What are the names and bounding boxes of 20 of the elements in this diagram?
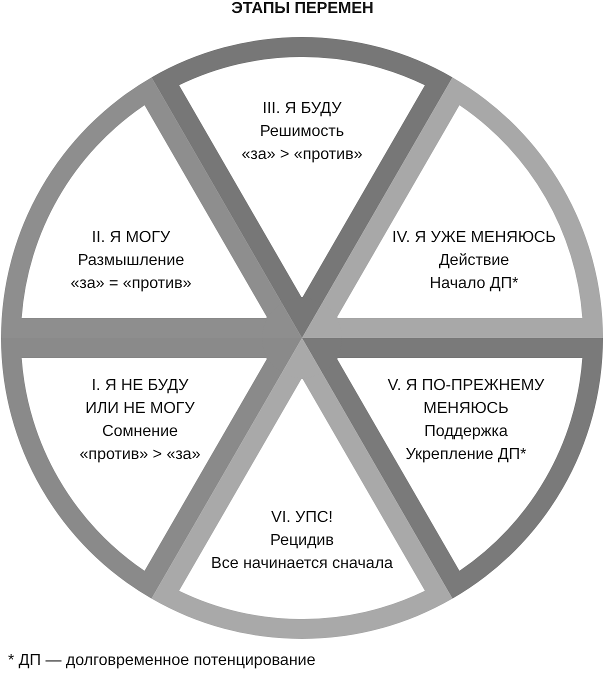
- stage-text: Начало ДП*: [430, 274, 518, 294]
- stage-text: Рецидив: [270, 531, 334, 551]
- stage-text: Поддержка: [424, 422, 508, 442]
- stage-text: Сомнение: [102, 422, 178, 442]
- stage-text: «за» > «против»: [242, 145, 362, 165]
- footnote: * ДП — долговременное потенцирование: [8, 651, 316, 671]
- stage-text: Действие: [438, 251, 510, 271]
- stage-heading: IV. Я УЖЕ МЕНЯЮСЬ: [392, 228, 556, 248]
- stage-text: Все начинается сначала: [211, 554, 393, 574]
- stage-text: Укрепление ДП*: [406, 445, 526, 465]
- stage-text: «за» = «против»: [70, 274, 192, 294]
- diagram-title: ЭТАПЫ ПЕРЕМЕН: [231, 0, 374, 19]
- stage-text: «против» > «за»: [80, 445, 200, 465]
- stage-text: Размышление: [78, 251, 184, 271]
- stage-heading: II. Я МОГУ: [92, 228, 170, 248]
- stage-heading: V. Я ПО-ПРЕЖНЕМУ МЕНЯЮСЬ: [386, 376, 546, 419]
- stage-heading: III. Я БУДУ: [262, 99, 342, 119]
- stage-heading: I. Я НЕ БУДУ ИЛИ НЕ МОГУ: [84, 376, 196, 419]
- stage-text: Решимость: [260, 122, 344, 142]
- stage-heading: VI. УПС!: [271, 508, 333, 528]
